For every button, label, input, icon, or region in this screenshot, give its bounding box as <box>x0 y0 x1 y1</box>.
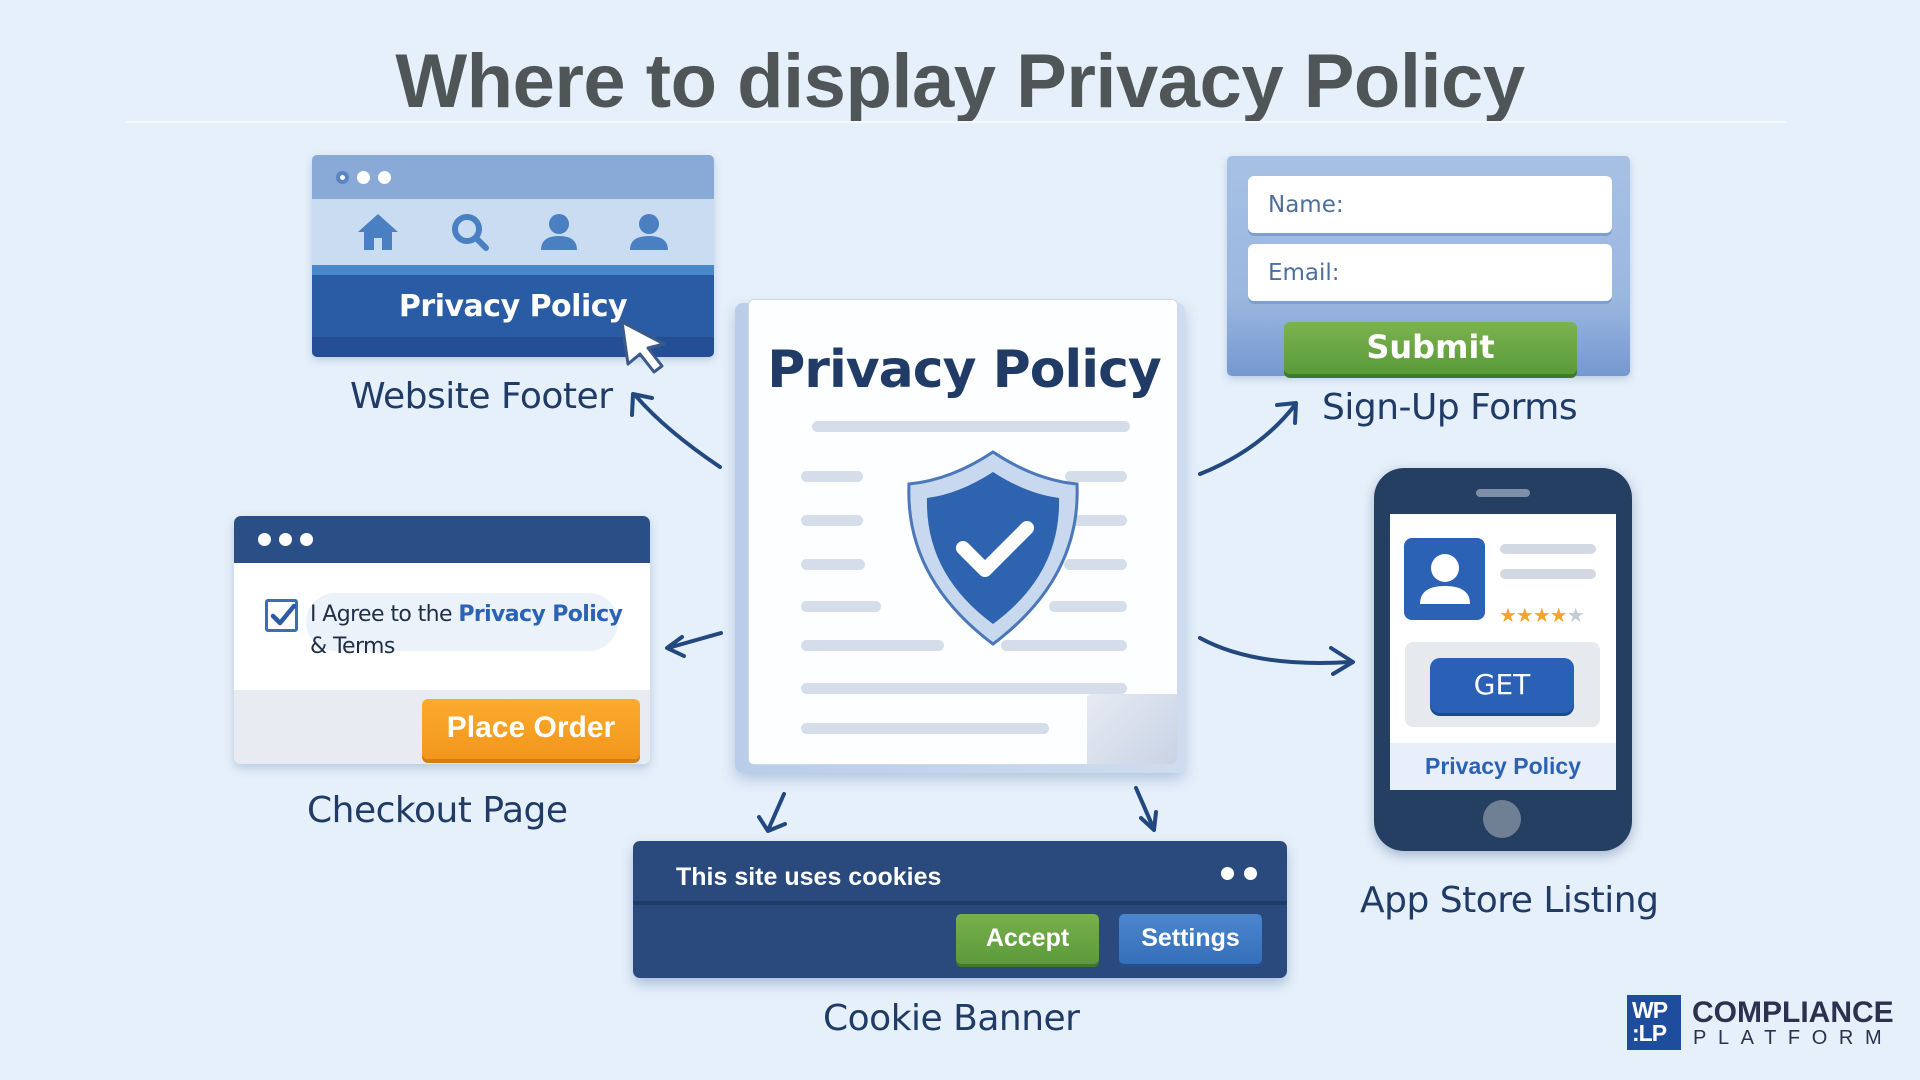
arrow-to-cookie-right <box>1134 786 1155 829</box>
title-divider <box>126 121 1786 123</box>
accept-button[interactable]: Accept <box>956 914 1099 964</box>
text-line <box>1049 601 1127 612</box>
agree-suffix: & Terms <box>310 634 395 659</box>
cookie-message: This site uses cookies <box>676 863 942 891</box>
checkout-page-mockup: I Agree to the Privacy Policy & Terms Pl… <box>234 516 650 764</box>
name-field[interactable]: Name: <box>1248 176 1612 233</box>
text-line <box>812 421 1130 432</box>
search-icon[interactable] <box>449 211 491 253</box>
cursor-arrow-icon <box>620 320 666 374</box>
window-dot <box>336 170 349 184</box>
text-line <box>801 723 1049 734</box>
text-line <box>801 559 865 570</box>
arrow-to-checkout <box>666 631 723 650</box>
place-order-button[interactable]: Place Order <box>422 699 640 759</box>
text-line <box>801 471 863 482</box>
app-icon <box>1404 538 1485 620</box>
signup-forms-label: Sign-Up Forms <box>1322 387 1578 428</box>
page-title: Where to display Privacy Policy <box>395 39 1525 124</box>
text-line <box>801 683 1127 694</box>
home-button <box>1483 800 1521 838</box>
text-line <box>801 515 863 526</box>
signup-form-mockup: Name: Email: Submit <box>1227 156 1630 376</box>
agree-prefix: I Agree to the <box>310 602 459 627</box>
shield-check-icon <box>907 450 1079 646</box>
checkout-body: I Agree to the Privacy Policy & Terms <box>234 563 650 690</box>
arrowhead <box>630 392 654 417</box>
settings-button[interactable]: Settings <box>1119 914 1262 964</box>
arrowhead <box>665 635 686 658</box>
window-dot <box>279 533 292 546</box>
logo-mark-line2: :LP <box>1632 1020 1667 1046</box>
footer-bottom <box>312 337 714 357</box>
page-fold <box>1087 694 1177 764</box>
app-store-phone-mockup: ★★★★★ GET Privacy Policy <box>1374 468 1632 851</box>
logo-name: COMPLIANCE <box>1692 996 1894 1029</box>
phone-speaker <box>1476 489 1530 497</box>
home-icon[interactable] <box>356 212 400 252</box>
text-line <box>1066 515 1127 526</box>
text-line <box>1500 544 1596 554</box>
app-store-listing-label: App Store Listing <box>1360 880 1659 921</box>
arrow-to-footer <box>633 393 722 469</box>
window-dot <box>378 170 391 184</box>
arrow-to-signup <box>1198 403 1297 476</box>
user-icon[interactable] <box>628 212 670 252</box>
submit-button[interactable]: Submit <box>1284 322 1577 374</box>
checkout-footer: Place Order <box>234 690 650 764</box>
website-footer-mockup: Privacy Policy <box>312 155 714 357</box>
arrowhead <box>1275 401 1298 425</box>
website-footer-label: Website Footer <box>350 376 613 417</box>
logo-subtitle: PLATFORM <box>1693 1027 1894 1049</box>
logo-mark: WP :LP <box>1627 995 1681 1050</box>
browser-titlebar <box>312 155 714 199</box>
arrowhead <box>757 815 787 833</box>
banner-separator <box>633 901 1287 905</box>
window-dot <box>300 533 313 546</box>
agree-highlight <box>306 593 618 651</box>
document-title: Privacy Policy <box>767 340 1162 400</box>
banner-dots <box>1221 867 1257 880</box>
text-line <box>1500 569 1596 579</box>
text-line <box>801 640 944 651</box>
checkout-page-label: Checkout Page <box>307 790 568 831</box>
privacy-policy-app-link[interactable]: Privacy Policy <box>1390 743 1616 790</box>
get-button[interactable]: GET <box>1430 658 1574 713</box>
get-panel: GET <box>1405 642 1600 727</box>
text-line <box>801 601 881 612</box>
phone-screen: ★★★★★ GET Privacy Policy <box>1390 514 1616 790</box>
window-dot <box>357 170 370 184</box>
text-line <box>1065 471 1127 482</box>
privacy-policy-document: Privacy Policy <box>748 299 1178 765</box>
nav-bar <box>312 199 714 265</box>
arrowhead <box>1329 646 1355 676</box>
footer-stripe <box>312 265 714 275</box>
cookie-banner-label: Cookie Banner <box>823 998 1080 1039</box>
star-rating: ★★★★★ <box>1499 605 1585 627</box>
privacy-policy-link[interactable]: Privacy Policy <box>458 602 623 627</box>
email-field[interactable]: Email: <box>1248 244 1612 301</box>
arrow-to-app-store <box>1198 636 1352 665</box>
text-line <box>1064 559 1127 570</box>
agree-text: I Agree to the Privacy Policy & Terms <box>310 599 623 663</box>
text-line <box>1001 640 1127 651</box>
agree-checkbox[interactable] <box>265 599 298 632</box>
cookie-banner-mockup: This site uses cookies Accept Settings <box>633 841 1287 978</box>
user-icon <box>1420 554 1470 604</box>
logo-mark-line1: WP <box>1632 997 1668 1023</box>
window-dot <box>258 533 271 546</box>
banner-dot <box>1244 867 1257 880</box>
arrowhead <box>1139 810 1158 832</box>
user-icon[interactable] <box>539 212 579 252</box>
arrow-to-cookie-left <box>767 792 786 830</box>
browser-titlebar <box>234 516 650 563</box>
checkmark-icon <box>270 603 297 626</box>
privacy-policy-footer-link[interactable]: Privacy Policy <box>312 275 714 337</box>
banner-dot <box>1221 867 1234 880</box>
